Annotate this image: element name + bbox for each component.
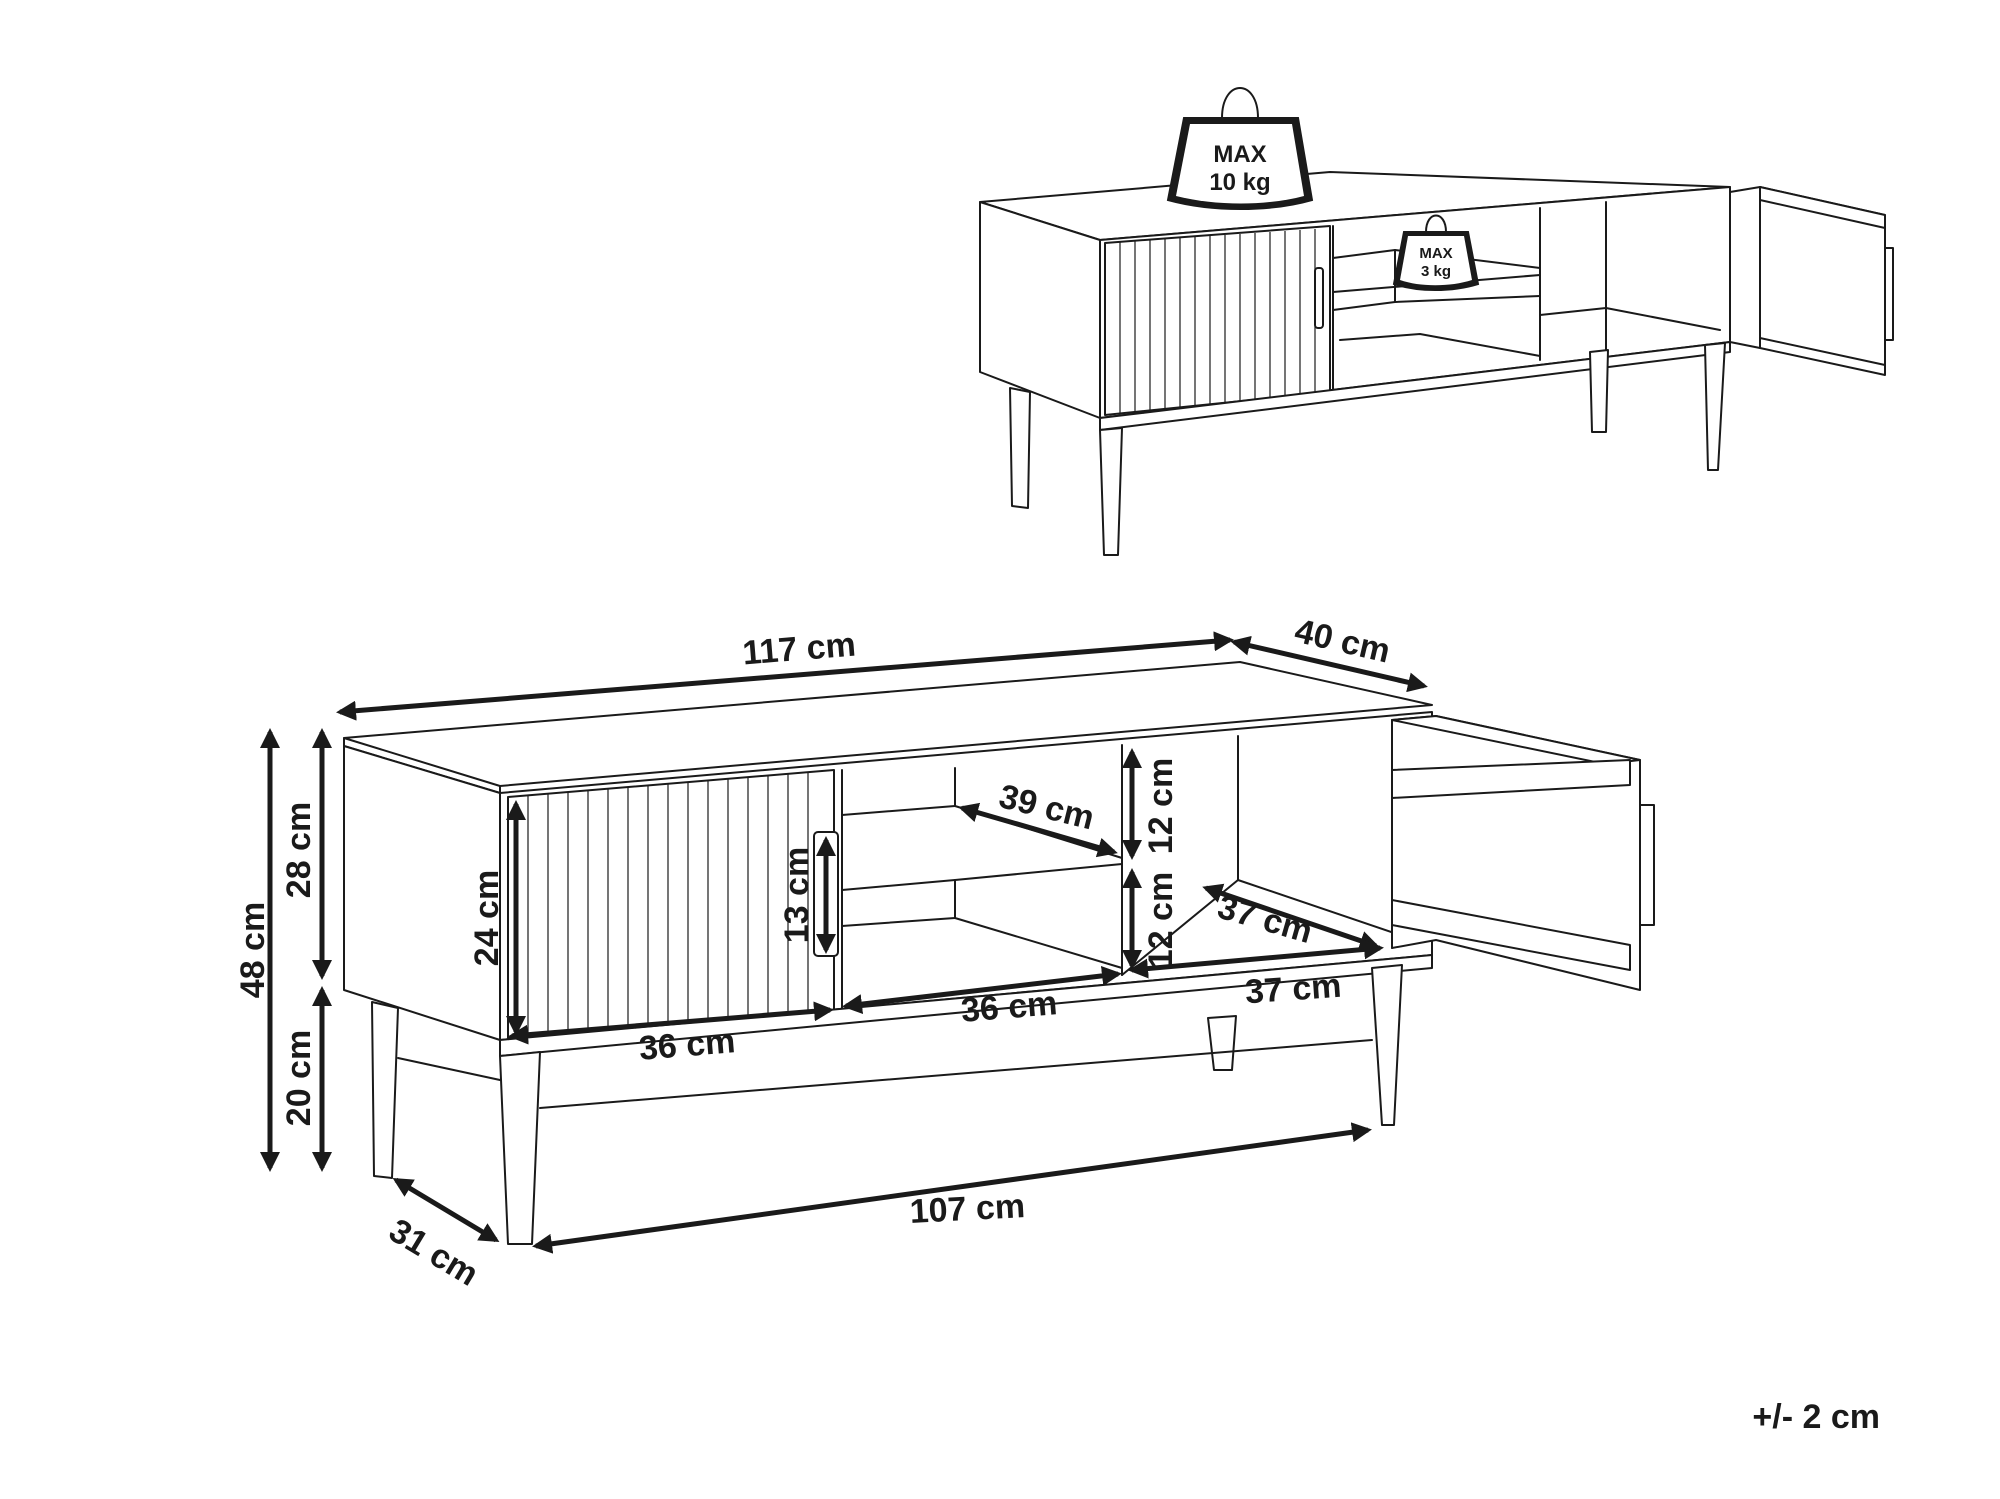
perspective-door-handle: [1314, 267, 1324, 329]
perspective-middle-compartment: [1332, 207, 1541, 393]
perspective-open-door: [1729, 186, 1894, 376]
dim-middle-width-arrow: [842, 965, 1122, 1015]
dim-leg-span-depth-arrow: [392, 1177, 500, 1243]
open-door: [1391, 715, 1655, 991]
weight-top-line2: 10 kg: [1209, 169, 1270, 196]
dim-right-width-arrow: [1128, 939, 1384, 979]
label-width: 117 cm: [741, 626, 857, 673]
legs: [371, 964, 1403, 1245]
perspective-fluted-door: [1104, 225, 1331, 416]
door-handle-right: [1639, 804, 1655, 926]
tolerance-note: +/- 2 cm: [1752, 1398, 1880, 1436]
dim-shelf-depth-arrow: [958, 802, 1118, 858]
label-door-height: 24 cm: [468, 870, 506, 966]
dimension-view: 117 cm 40 cm 48 cm 28 cm 20 cm 24 cm 13 …: [234, 612, 1655, 1294]
label-left-width: 36 cm: [638, 1022, 737, 1068]
perspective-view: MAX 10 kg MAX 3 kg: [979, 87, 1894, 556]
weight-top-line1: MAX: [1213, 141, 1266, 168]
label-body-height: 28 cm: [280, 802, 318, 898]
perspective-door-handle-right: [1884, 247, 1894, 341]
weight-shelf-line2: 3 kg: [1421, 263, 1451, 280]
dimension-labels: 117 cm 40 cm 48 cm 28 cm 20 cm 24 cm 13 …: [234, 612, 1394, 1294]
label-total-height: 48 cm: [234, 902, 272, 998]
weight-max-10kg-icon: MAX 10 kg: [1166, 87, 1314, 210]
fluted-door: [507, 769, 839, 1039]
dim-depth-arrow: [1230, 635, 1428, 693]
dim-right-depth-arrow: [1202, 883, 1380, 951]
label-leg-height: 20 cm: [280, 1030, 318, 1126]
perspective-legs: [1009, 342, 1726, 556]
label-shelf-upper: 12 cm: [1142, 758, 1180, 854]
label-shelf-lower: 12 cm: [1142, 872, 1180, 968]
weight-max-3kg-icon: MAX 3 kg: [1392, 214, 1480, 291]
dimension-lines: [260, 631, 1428, 1254]
label-leg-span-width: 107 cm: [909, 1187, 1026, 1231]
dim-width-arrow: [336, 631, 1234, 721]
label-right-width: 37 cm: [1244, 967, 1343, 1012]
dim-leg-span-width-arrow: [532, 1122, 1372, 1254]
weight-shelf-line1: MAX: [1419, 245, 1452, 262]
perspective-right-compartment: [1539, 201, 1721, 351]
label-handle: 13 cm: [778, 847, 816, 943]
label-middle-width: 36 cm: [960, 984, 1059, 1030]
label-depth: 40 cm: [1291, 612, 1393, 671]
dim-left-width-arrow: [508, 1001, 834, 1045]
